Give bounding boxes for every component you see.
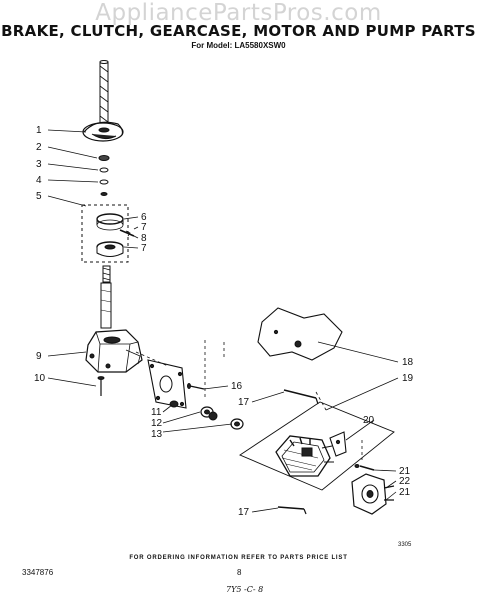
- callout-label: 21: [399, 487, 411, 498]
- upper-shaft: [99, 60, 109, 127]
- callout-label: 16: [231, 381, 243, 392]
- upper-clip: [283, 389, 319, 405]
- callout-label: 11: [151, 407, 162, 418]
- callout-label: 17: [238, 507, 250, 518]
- brake-assembly-box: [81, 204, 135, 263]
- callout-label: 22: [399, 476, 411, 487]
- callout-label: 7: [141, 243, 147, 254]
- callout-label: 5: [36, 191, 42, 202]
- page-title: BRAKE, CLUTCH, GEARCASE, MOTOR AND PUMP …: [1, 22, 476, 40]
- model-subtitle: For Model: LA5580XSW0: [191, 41, 286, 50]
- motor-mount-box: [239, 401, 395, 491]
- watermark: AppliancePartsPros.com: [95, 0, 382, 26]
- bolt: [97, 376, 105, 396]
- callout-label: 19: [402, 373, 414, 384]
- callout-label: 21: [399, 466, 411, 477]
- callout-label: 1: [36, 125, 42, 136]
- callout-label: 6: [141, 212, 147, 223]
- callout-label: 3: [36, 159, 42, 170]
- callout-label: 12: [151, 418, 163, 429]
- brake-cam: [82, 121, 124, 142]
- screw: [187, 383, 205, 390]
- pump: [351, 464, 395, 515]
- handwritten-note: 7Y5 -C- 8: [226, 585, 264, 594]
- bushings: [169, 400, 244, 430]
- pump-gasket: [257, 307, 343, 361]
- gearcase: [85, 329, 143, 373]
- callout-label: 8: [141, 233, 147, 244]
- page-number: 8: [237, 568, 242, 577]
- document-number: 3347876: [22, 568, 54, 577]
- ordering-note: FOR ORDERING INFORMATION REFER TO PARTS …: [129, 555, 348, 561]
- callout-label: 13: [151, 429, 163, 440]
- callout-leaders: [47, 129, 399, 513]
- motor: [275, 435, 334, 477]
- callout-label: 20: [363, 415, 375, 426]
- lower-clip: [277, 506, 307, 515]
- motor-bracket: [329, 431, 347, 457]
- callout-label: 4: [36, 175, 42, 186]
- callout-label: 10: [34, 373, 46, 384]
- callout-label: 9: [36, 351, 42, 362]
- callout-label: 7: [141, 222, 147, 233]
- gearcase-gasket: [147, 359, 187, 409]
- assembly-guide-lines: [135, 340, 363, 460]
- washer-stack: [98, 155, 110, 196]
- callout-label: 17: [238, 397, 250, 408]
- lower-shaft: [100, 265, 112, 329]
- callout-label: 18: [402, 357, 414, 368]
- callout-label: 2: [36, 142, 42, 153]
- drawing-code: 3305: [398, 542, 412, 548]
- callout-labels: 1 2 3 4 5 6 7 8 7 9 10 11 12 13 16 17 18…: [34, 125, 414, 518]
